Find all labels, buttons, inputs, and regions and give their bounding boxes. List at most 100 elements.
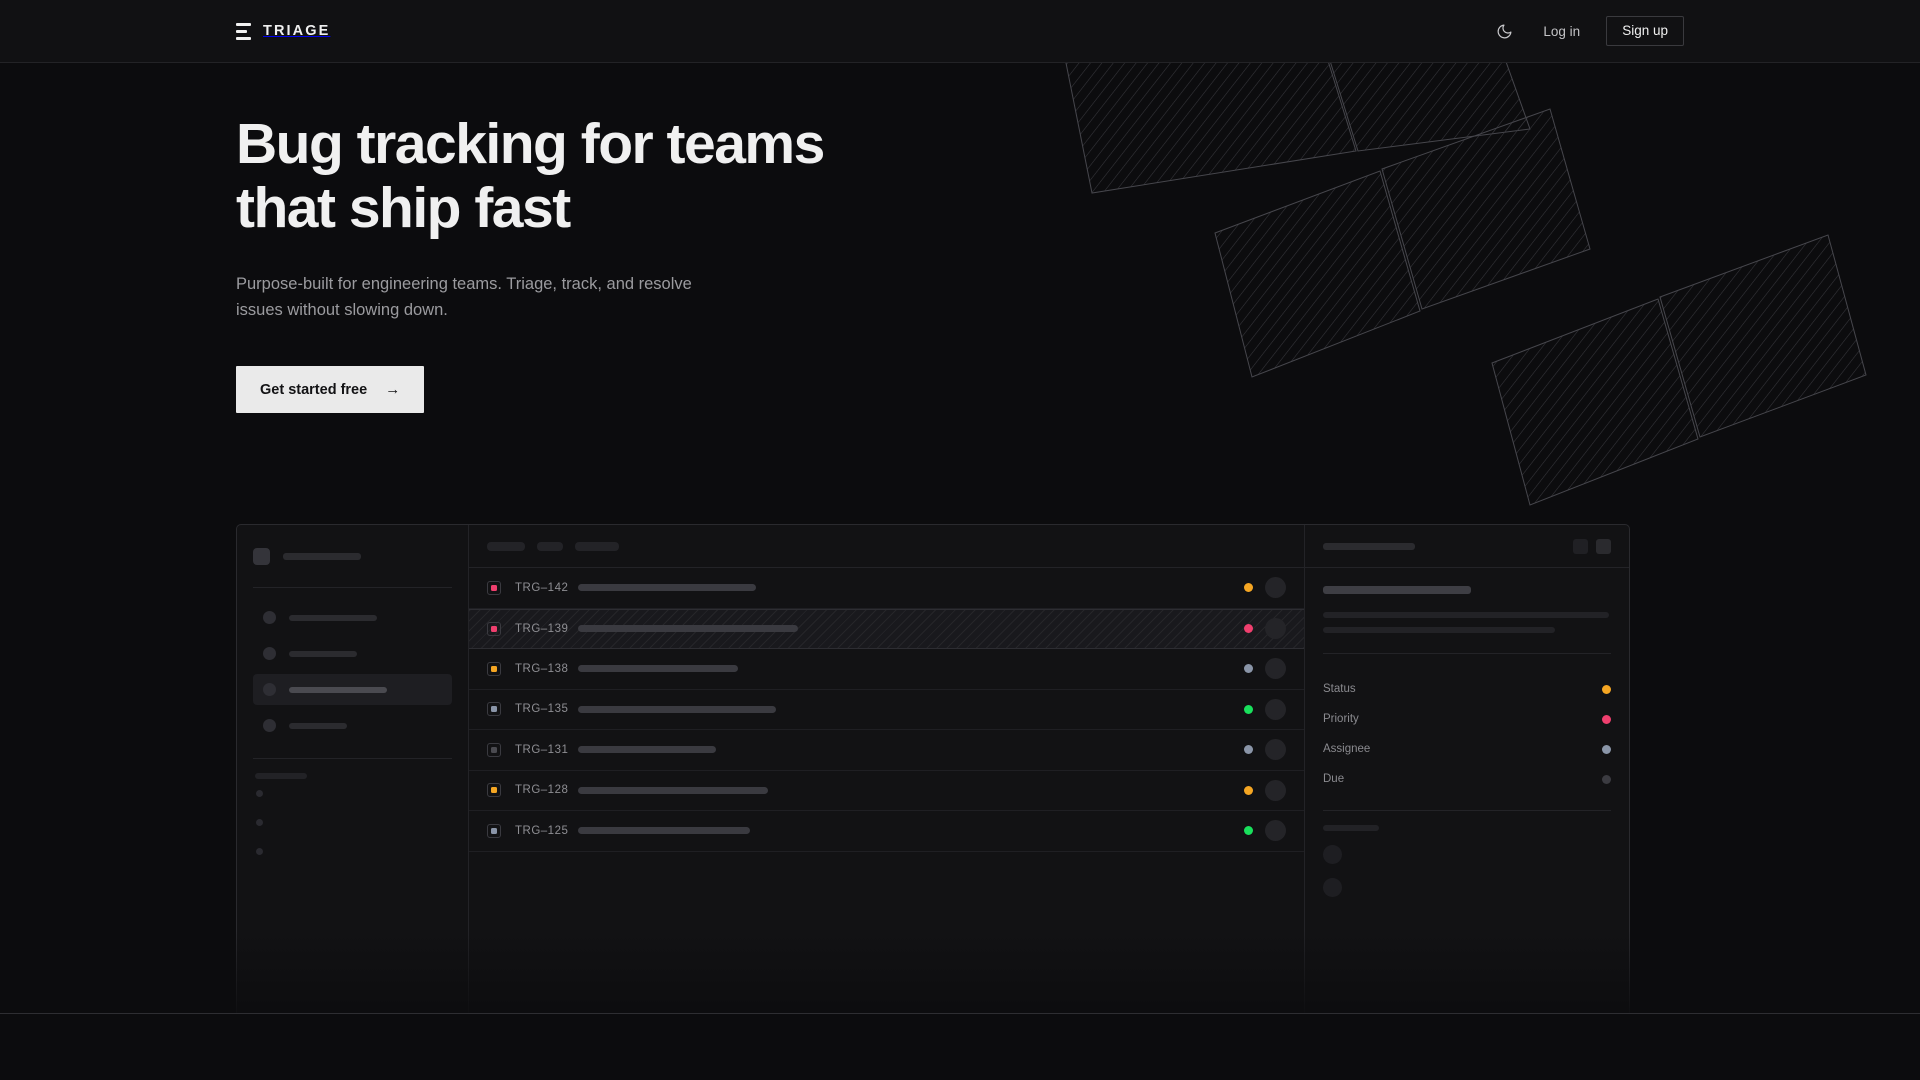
issue-assignee-avatar[interactable] <box>1265 820 1286 841</box>
get-started-button[interactable]: Get started free → <box>236 366 424 413</box>
issue-assignee-avatar[interactable] <box>1265 618 1286 639</box>
issue-status-dot <box>1244 624 1253 633</box>
issue-assignee-avatar[interactable] <box>1265 699 1286 720</box>
hero-copy: Bug tracking for teams that ship fast Pu… <box>236 113 824 413</box>
issue-row[interactable]: TRG–135 <box>469 690 1304 731</box>
issue-row[interactable]: TRG–128 <box>469 771 1304 812</box>
sidebar-nav-item-2[interactable] <box>253 638 452 669</box>
sidebar-sub-item-1[interactable] <box>253 779 452 808</box>
issue-status-dot <box>1244 826 1253 835</box>
page-title: Bug tracking for teams that ship fast <box>236 113 824 241</box>
issue-title-skeleton <box>578 827 750 834</box>
issue-type-badge-icon <box>487 581 501 595</box>
sidebar-nav-item-1[interactable] <box>253 602 452 633</box>
detail-meta-row-priority[interactable]: Priority <box>1323 704 1611 734</box>
sub-item-dot <box>256 848 263 855</box>
hero-subtitle: Purpose-built for engineering teams. Tri… <box>236 271 706 324</box>
brand-logo[interactable]: TRIAGE <box>236 23 330 40</box>
detail-meta-row-status[interactable]: Status <box>1323 674 1611 704</box>
issue-assignee-avatar[interactable] <box>1265 577 1286 598</box>
mockup-issue-list: TRG–142TRG–139TRG–138TRG–135TRG–131TRG–1… <box>469 525 1305 1014</box>
issue-title-skeleton <box>578 706 776 713</box>
hero-section: Bug tracking for teams that ship fast Pu… <box>0 63 1920 513</box>
issue-id: TRG–142 <box>515 582 578 594</box>
detail-meta-row-assignee[interactable]: Assignee <box>1323 734 1611 764</box>
brand-name: TRIAGE <box>263 23 330 39</box>
detail-meta-label: Assignee <box>1323 743 1370 755</box>
cta-label: Get started free <box>260 382 367 398</box>
issue-assignee-avatar[interactable] <box>1265 739 1286 760</box>
detail-divider-1 <box>1323 653 1611 654</box>
detail-action-2-button[interactable] <box>1596 539 1611 554</box>
workspace-switcher[interactable] <box>253 543 452 570</box>
hero-title-line-2: that ship fast <box>236 176 570 240</box>
sidebar-divider-bottom <box>253 758 452 759</box>
activity-item-2[interactable] <box>1323 864 1611 897</box>
issue-type-badge-icon <box>487 622 501 636</box>
sidebar-nav-item-4[interactable] <box>253 710 452 741</box>
activity-avatar <box>1323 845 1342 864</box>
detail-meta-value-dot <box>1602 745 1611 754</box>
sidebar-sub-item-2[interactable] <box>253 808 452 837</box>
nav-item-label-skeleton <box>289 651 357 657</box>
detail-meta-row-due[interactable]: Due <box>1323 764 1611 794</box>
detail-breadcrumb-skeleton <box>1323 543 1415 550</box>
issue-id: TRG–131 <box>515 744 578 756</box>
detail-meta-label: Status <box>1323 683 1356 695</box>
mockup-list-toolbar <box>469 525 1304 568</box>
hero-title-line-1: Bug tracking for teams <box>236 112 824 176</box>
issue-row[interactable]: TRG–125 <box>469 811 1304 852</box>
issue-title-skeleton <box>578 665 738 672</box>
detail-panel-header <box>1305 525 1629 568</box>
issue-assignee-avatar[interactable] <box>1265 780 1286 801</box>
stacked-bars-logo-icon <box>236 23 251 40</box>
mockup-detail-panel: StatusPriorityAssigneeDue <box>1305 525 1629 1014</box>
detail-meta-value-dot <box>1602 715 1611 724</box>
issue-status-dot <box>1244 705 1253 714</box>
issue-title-skeleton <box>578 746 716 753</box>
header-actions: Log in Sign up <box>1491 16 1684 47</box>
detail-body-line-1 <box>1323 612 1609 618</box>
detail-meta-value-dot <box>1602 775 1611 784</box>
detail-action-1-button[interactable] <box>1573 539 1588 554</box>
page-baseline-divider <box>0 1013 1920 1014</box>
issue-row[interactable]: TRG–138 <box>469 649 1304 690</box>
issue-id: TRG–138 <box>515 663 578 675</box>
sidebar-nav-item-3[interactable] <box>253 674 452 705</box>
decorative-hatched-panels <box>1060 63 1920 513</box>
activity-item-1[interactable] <box>1323 831 1611 864</box>
nav-item-icon <box>263 647 276 660</box>
site-header: TRIAGE Log in Sign up <box>0 0 1920 63</box>
moon-icon[interactable] <box>1491 18 1517 44</box>
nav-item-icon <box>263 611 276 624</box>
issue-row[interactable]: TRG–131 <box>469 730 1304 771</box>
toolbar-pill-2[interactable] <box>537 542 563 551</box>
toolbar-pill-3[interactable] <box>575 542 619 551</box>
nav-item-label-skeleton <box>289 723 347 729</box>
issue-id: TRG–139 <box>515 623 578 635</box>
app-preview-mockup: TRG–142TRG–139TRG–138TRG–135TRG–131TRG–1… <box>236 524 1630 1014</box>
issue-assignee-avatar[interactable] <box>1265 658 1286 679</box>
activity-avatar <box>1323 878 1342 897</box>
sidebar-sub-item-3[interactable] <box>253 837 452 866</box>
issue-status-dot <box>1244 745 1253 754</box>
issue-status-dot <box>1244 786 1253 795</box>
login-link[interactable]: Log in <box>1543 24 1580 39</box>
nav-item-label-skeleton <box>289 687 387 693</box>
issue-title-skeleton <box>578 787 768 794</box>
issue-row[interactable]: TRG–142 <box>469 568 1304 609</box>
issue-row[interactable]: TRG–139 <box>469 609 1304 650</box>
detail-meta-list: StatusPriorityAssigneeDue <box>1323 674 1611 794</box>
signup-button[interactable]: Sign up <box>1606 16 1684 47</box>
issue-id: TRG–125 <box>515 825 578 837</box>
issue-type-badge-icon <box>487 702 501 716</box>
issue-type-badge-icon <box>487 824 501 838</box>
issue-id: TRG–135 <box>515 703 578 715</box>
issue-title-skeleton <box>578 584 756 591</box>
workspace-name-skeleton <box>283 553 361 560</box>
issue-type-badge-icon <box>487 783 501 797</box>
detail-meta-label: Priority <box>1323 713 1359 725</box>
toolbar-pill-1[interactable] <box>487 542 525 551</box>
nav-item-icon <box>263 719 276 732</box>
issue-title-skeleton <box>578 625 798 632</box>
